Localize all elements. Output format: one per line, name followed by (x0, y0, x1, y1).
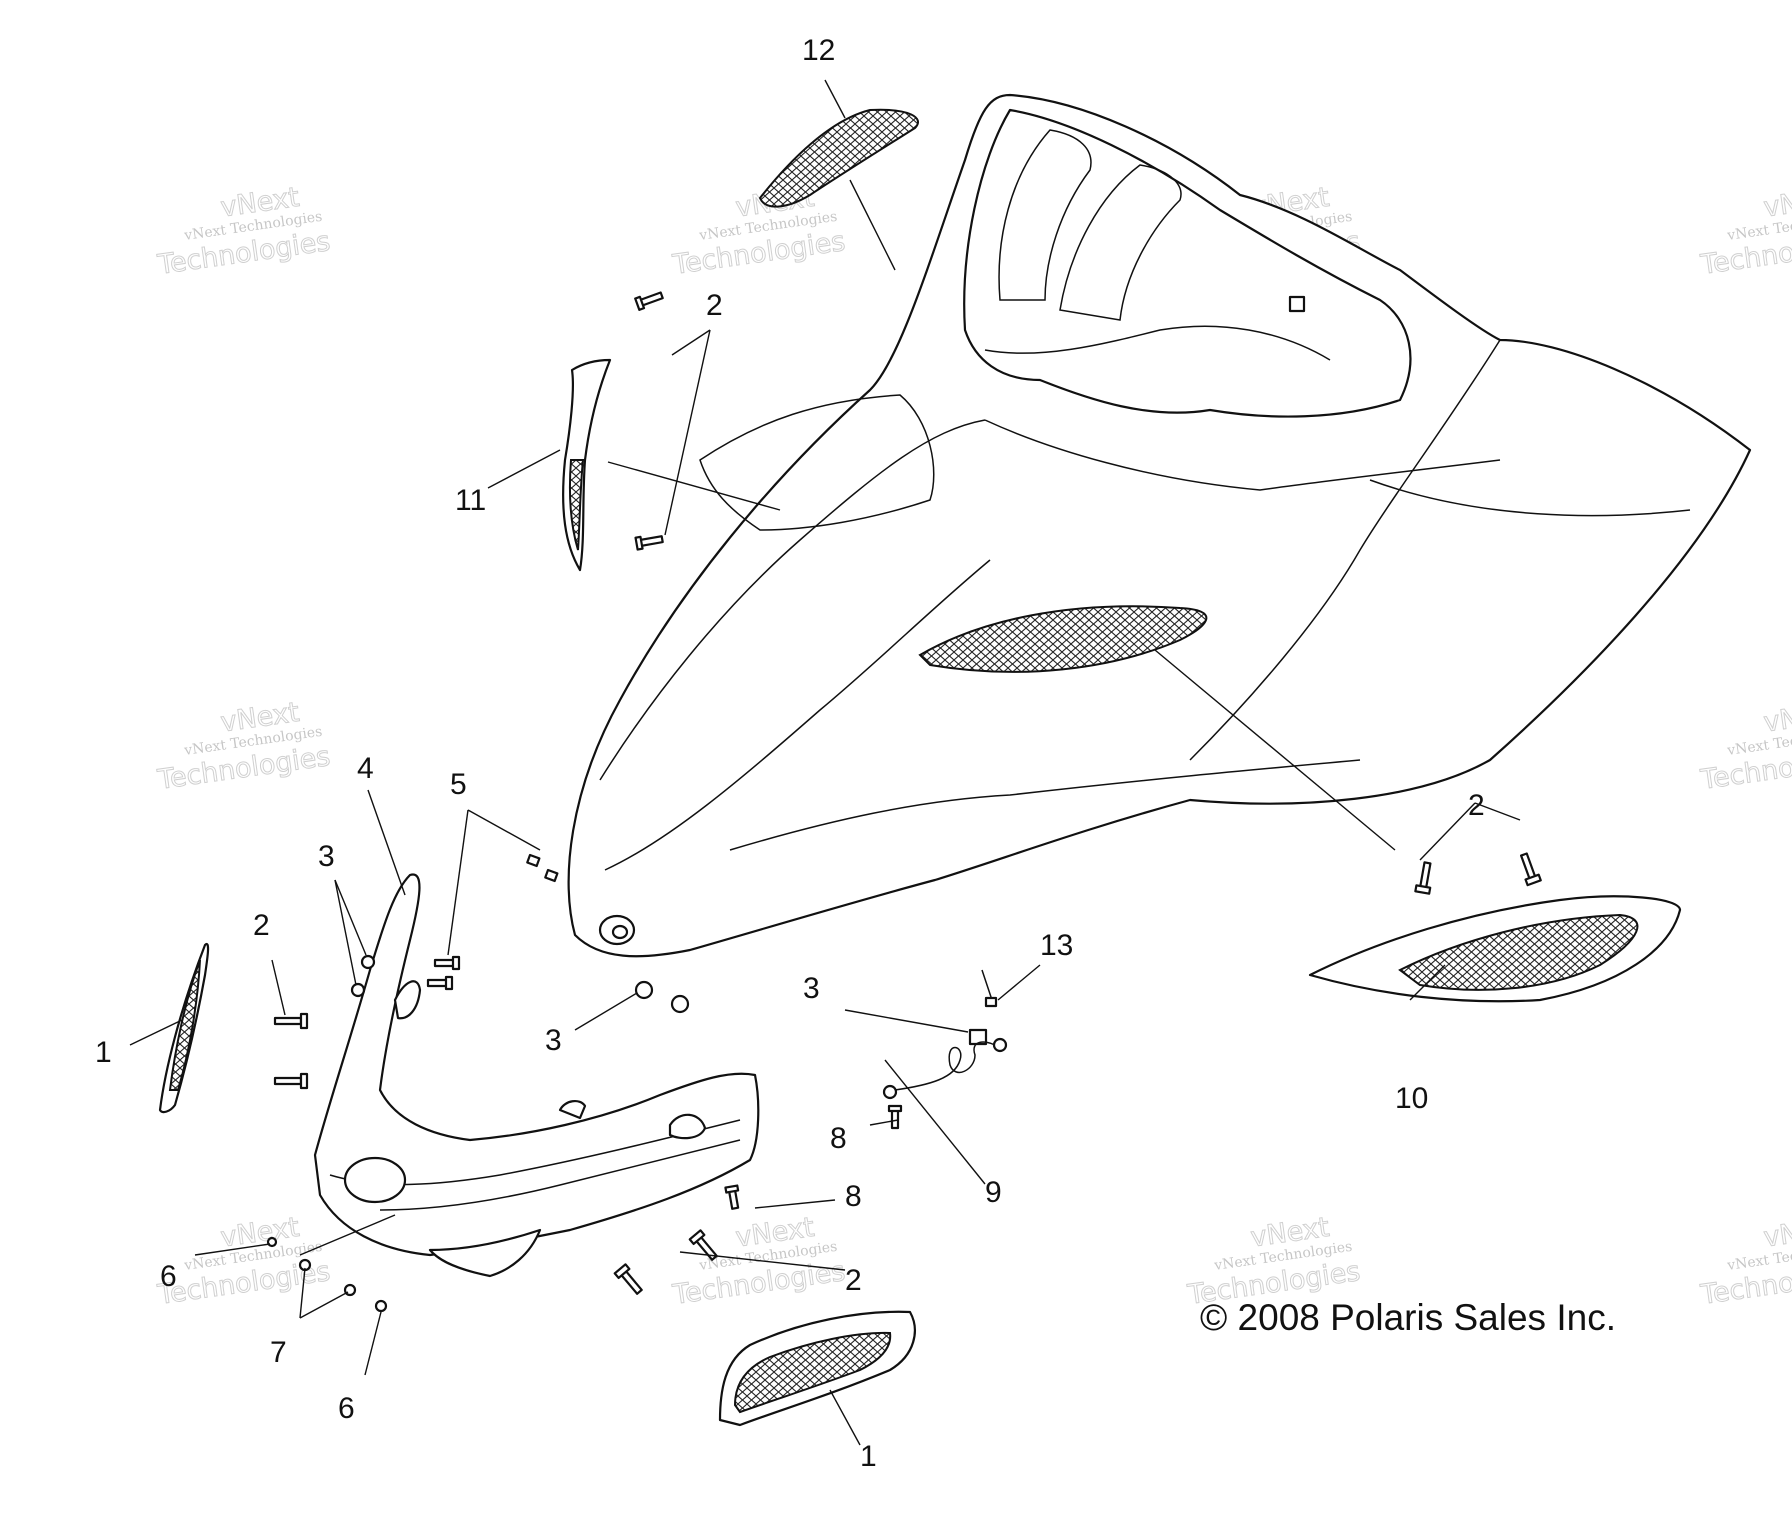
nut-3-left-b (350, 982, 366, 998)
windshield-opening (963, 108, 1412, 418)
callout-3-mid: 3 (545, 1024, 562, 1057)
hood-recess-left (699, 394, 935, 531)
rivet-2-left-a (273, 1012, 309, 1030)
hood-nose-bushing-hole (611, 924, 629, 940)
callout-2-top: 2 (706, 289, 723, 322)
bumper-tab-2 (668, 1113, 707, 1140)
windshield-vent-left (998, 129, 1092, 301)
rivet-2-bottom-a (613, 1263, 643, 1295)
part-1-left-grille-mesh (168, 959, 201, 1091)
fastener-13 (981, 969, 998, 1008)
callout-11: 11 (455, 484, 486, 517)
windshield-vent-right (1059, 164, 1182, 321)
part-9-tether-cable (894, 1041, 996, 1091)
hood-shell (567, 93, 1752, 958)
rivet-2-left-b (273, 1072, 309, 1090)
callout-6-left: 6 (160, 1260, 177, 1293)
rivet-2-top-b (634, 535, 664, 551)
rivet-2-right-a (1414, 861, 1432, 895)
callout-8-upper: 8 (830, 1122, 847, 1155)
screw-8-a (887, 1104, 903, 1130)
part-10-right-grille-mesh (1398, 913, 1639, 991)
hood-inner-line-2 (604, 559, 991, 871)
nut-3-right (968, 1028, 988, 1046)
callout-10: 10 (1395, 1082, 1428, 1115)
callouts: 12 2 11 4 5 3 2 1 3 3 13 8 8 9 2 10 6 7 … (95, 34, 1485, 1473)
nut-3-left-a (360, 954, 376, 970)
hood-inner-line-5 (1369, 479, 1691, 517)
leader-lines (129, 79, 1521, 1446)
callout-6-bottom: 6 (338, 1392, 355, 1425)
svg-text:vNext: vNext (1762, 697, 1792, 739)
hood-assembly (567, 93, 1752, 958)
part-11-side-trim-mesh (569, 459, 585, 551)
watermark-8: vNext Technologies vNext Technologies (1698, 696, 1792, 796)
svg-text:vNext: vNext (1762, 1212, 1792, 1254)
callout-1-bottom: 1 (860, 1440, 877, 1473)
callout-13: 13 (1040, 929, 1073, 962)
callout-12: 12 (802, 34, 835, 67)
callout-4: 4 (357, 752, 374, 785)
screw-5-a (526, 853, 541, 868)
svg-text:vNext: vNext (1762, 182, 1792, 224)
rivet-2-top-a (634, 291, 664, 311)
rivet-2-right-b (1520, 852, 1542, 887)
hood-side-grille (918, 605, 1208, 673)
callout-7: 7 (270, 1336, 287, 1369)
hood-inner-line-3 (729, 759, 1361, 851)
windshield-clip (1288, 295, 1306, 313)
bumper-round-boss (343, 1156, 407, 1204)
watermark-11: vNext Technologies vNext Technologies (1185, 1211, 1363, 1311)
watermark-4: vNext Technologies vNext Technologies (1698, 181, 1792, 281)
screw-near-4-a (433, 955, 461, 971)
nut-3-mid-a (634, 980, 654, 1000)
bumper-bracket (393, 980, 422, 1020)
bumper-tab-1 (558, 1100, 587, 1120)
callout-3-left: 3 (318, 840, 335, 873)
hood-inner-line-6 (984, 419, 1501, 491)
watermark-5: vNext Technologies vNext Technologies (155, 696, 333, 796)
screw-5-b (544, 868, 559, 883)
callout-3-right: 3 (803, 972, 820, 1005)
watermark-12: vNext Technologies vNext Technologies (1698, 1211, 1792, 1311)
callout-2-bottom: 2 (845, 1264, 862, 1297)
windshield-inner-edge (984, 325, 1331, 361)
part-9-end-b (992, 1037, 1008, 1053)
watermark-1: vNext Technologies vNext Technologies (155, 181, 333, 281)
part-12-top-grille (758, 108, 919, 208)
callout-9: 9 (985, 1176, 1002, 1209)
rivet-2-bottom-b (688, 1229, 718, 1261)
copyright-notice: © 2008 Polaris Sales Inc. (1200, 1297, 1616, 1338)
part-9-end-a (882, 1084, 898, 1100)
bumper-lower-skid (428, 1228, 542, 1278)
hood-inner-line-1 (599, 419, 986, 781)
screw-8-b (724, 1184, 740, 1210)
hood-inner-line-4 (1189, 339, 1501, 761)
callout-5: 5 (450, 768, 467, 801)
screw-6-bottom (374, 1299, 388, 1313)
callout-8-lower: 8 (845, 1180, 862, 1213)
callout-2-right: 2 (1468, 789, 1485, 822)
part-1-bottom-grille-mesh (733, 1331, 892, 1414)
callout-1-left: 1 (95, 1036, 112, 1069)
watermark-2: vNext Technologies vNext Technologies (670, 181, 848, 281)
screw-near-4-b (426, 975, 454, 991)
bumper-inner-line-2 (379, 1139, 741, 1211)
callout-2-left: 2 (253, 909, 270, 942)
nut-3-mid-b (670, 994, 690, 1014)
